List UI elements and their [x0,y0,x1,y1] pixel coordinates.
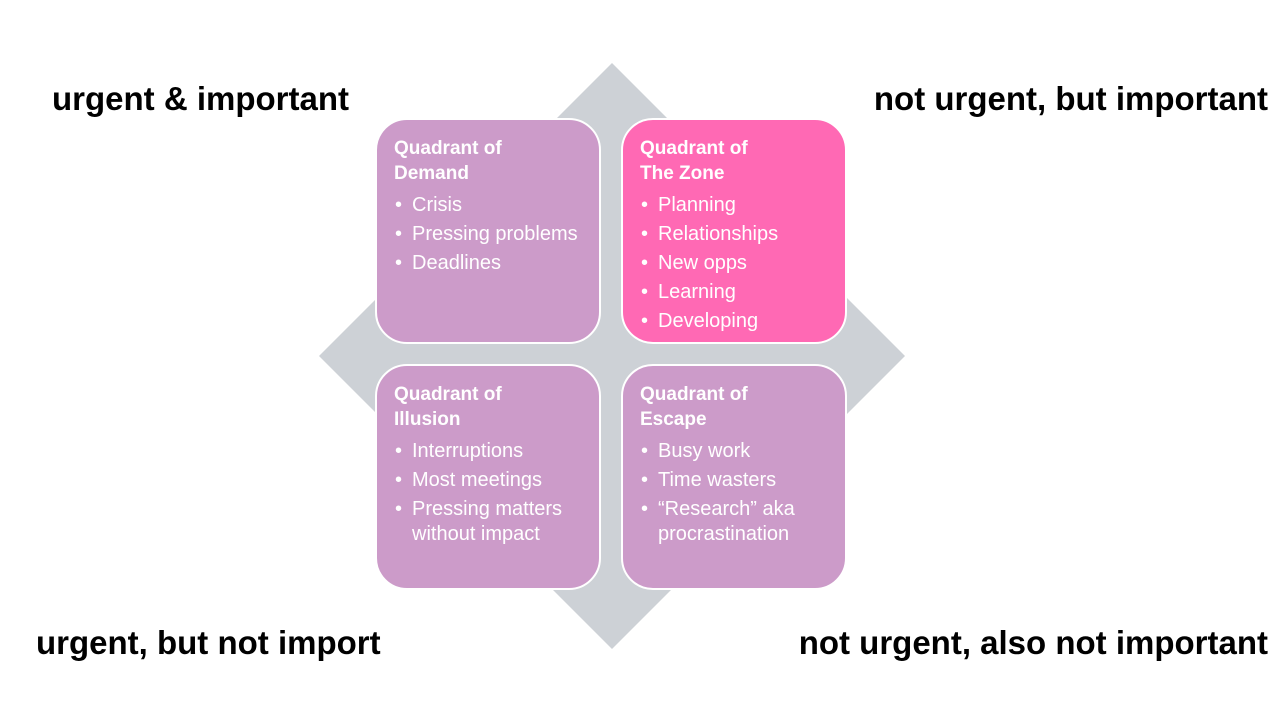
label-not-urgent-important: not urgent, but important [873,80,1268,117]
quadrant-demand: Quadrant of Demand Crisis Pressing probl… [375,118,601,344]
quadrant-title: Quadrant of Illusion [394,384,502,430]
list-item: Planning [640,193,831,218]
quadrant-list: Interruptions Most meetings Pressing mat… [394,439,585,547]
quadrant-title: Quadrant of The Zone [640,138,748,184]
quadrant-list: Planning Relationships New opps Learning… [640,193,831,334]
label-not-urgent-not-important: not urgent, also not important [798,624,1268,661]
list-item: Most meetings [394,468,585,493]
quadrant-escape: Quadrant of Escape Busy work Time waster… [621,364,847,590]
list-item: Time wasters [640,468,831,493]
list-item: Crisis [394,193,585,218]
list-item: New opps [640,251,831,276]
list-item: Interruptions [394,439,585,464]
list-item: “Research” aka procrastination [640,497,831,547]
quadrant-zone: Quadrant of The Zone Planning Relationsh… [621,118,847,344]
quadrant-list: Busy work Time wasters “Research” aka pr… [640,439,831,547]
list-item: Pressing matters without impact [394,497,585,547]
list-item: Relationships [640,222,831,247]
list-item: Learning [640,280,831,305]
label-urgent-important: urgent & important [52,80,349,117]
list-item: Developing [640,309,831,334]
quadrant-title: Quadrant of Demand [394,138,502,184]
list-item: Pressing problems [394,222,585,247]
quadrant-list: Crisis Pressing problems Deadlines [394,193,585,276]
quadrant-illusion: Quadrant of Illusion Interruptions Most … [375,364,601,590]
list-item: Busy work [640,439,831,464]
list-item: Deadlines [394,251,585,276]
quadrant-title: Quadrant of Escape [640,384,748,430]
label-urgent-not-important: urgent, but not import [36,624,381,661]
